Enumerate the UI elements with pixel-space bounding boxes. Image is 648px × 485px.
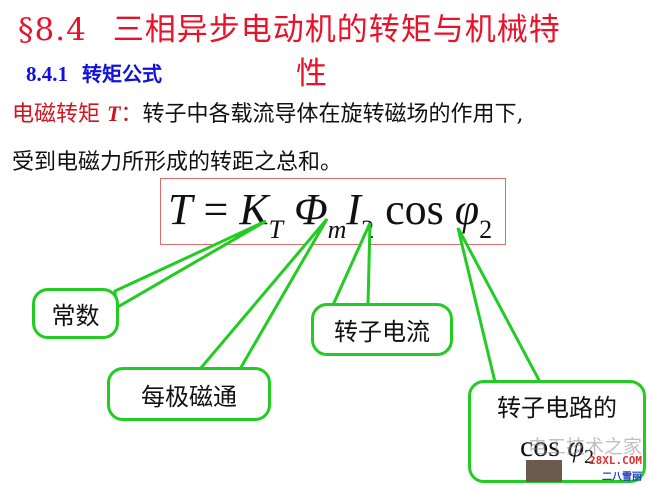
subsection-heading: 8.4.1 转矩公式	[26, 58, 162, 87]
definition-text-1: 转子中各载流导体在旋转磁场的作用下,	[142, 102, 524, 127]
callout-constant: 常数	[32, 288, 119, 339]
formula-K-sub: T	[268, 215, 284, 244]
section-number: §8.4	[18, 12, 87, 48]
formula-cos: cos	[385, 185, 444, 234]
definition-line-2: 受到电磁力所形成的转距之总和。	[12, 150, 343, 175]
callout-pf-label: 转子电路的	[497, 394, 617, 423]
title-wrap-char: 性	[296, 56, 327, 92]
formula-K: K	[239, 185, 269, 234]
torque-formula: T = KT ΦmI2 cos φ2	[168, 184, 492, 245]
definition-colon: ：	[120, 102, 143, 127]
definition-symbol: T	[107, 101, 121, 126]
formula-T: T	[168, 185, 193, 234]
subsection-number: 8.4.1	[26, 62, 68, 86]
formula-phi: φ	[454, 185, 480, 234]
callout-rotor-current: 转子电流	[311, 303, 453, 356]
definition-term: 电磁转矩	[12, 102, 101, 127]
slide-title: §8.4 三相异步电动机的转矩与机械特	[18, 4, 561, 49]
formula-phi-sub: 2	[479, 215, 493, 244]
callout-current-label: 转子电流	[334, 318, 430, 346]
formula-I-sub: 2	[361, 215, 375, 244]
formula-Phi-sub: m	[327, 215, 347, 244]
callout-constant-label: 常数	[51, 302, 100, 330]
callout-flux-per-pole: 每极磁通	[107, 367, 271, 421]
formula-I: I	[346, 185, 362, 234]
title-text: 三相异步电动机的转矩与机械特	[112, 12, 561, 48]
formula-equals: =	[192, 185, 240, 234]
subsection-title: 转矩公式	[82, 62, 162, 86]
formula-Phi: Φ	[294, 185, 328, 234]
callout-pf-cos: cos φ2	[519, 429, 595, 468]
definition-line-1: 电磁转矩 T：转子中各载流导体在旋转磁场的作用下,	[12, 96, 523, 128]
callout-rotor-power-factor: 转子电路的 cos φ2	[468, 380, 646, 483]
callout-flux-label: 每极磁通	[141, 382, 237, 411]
